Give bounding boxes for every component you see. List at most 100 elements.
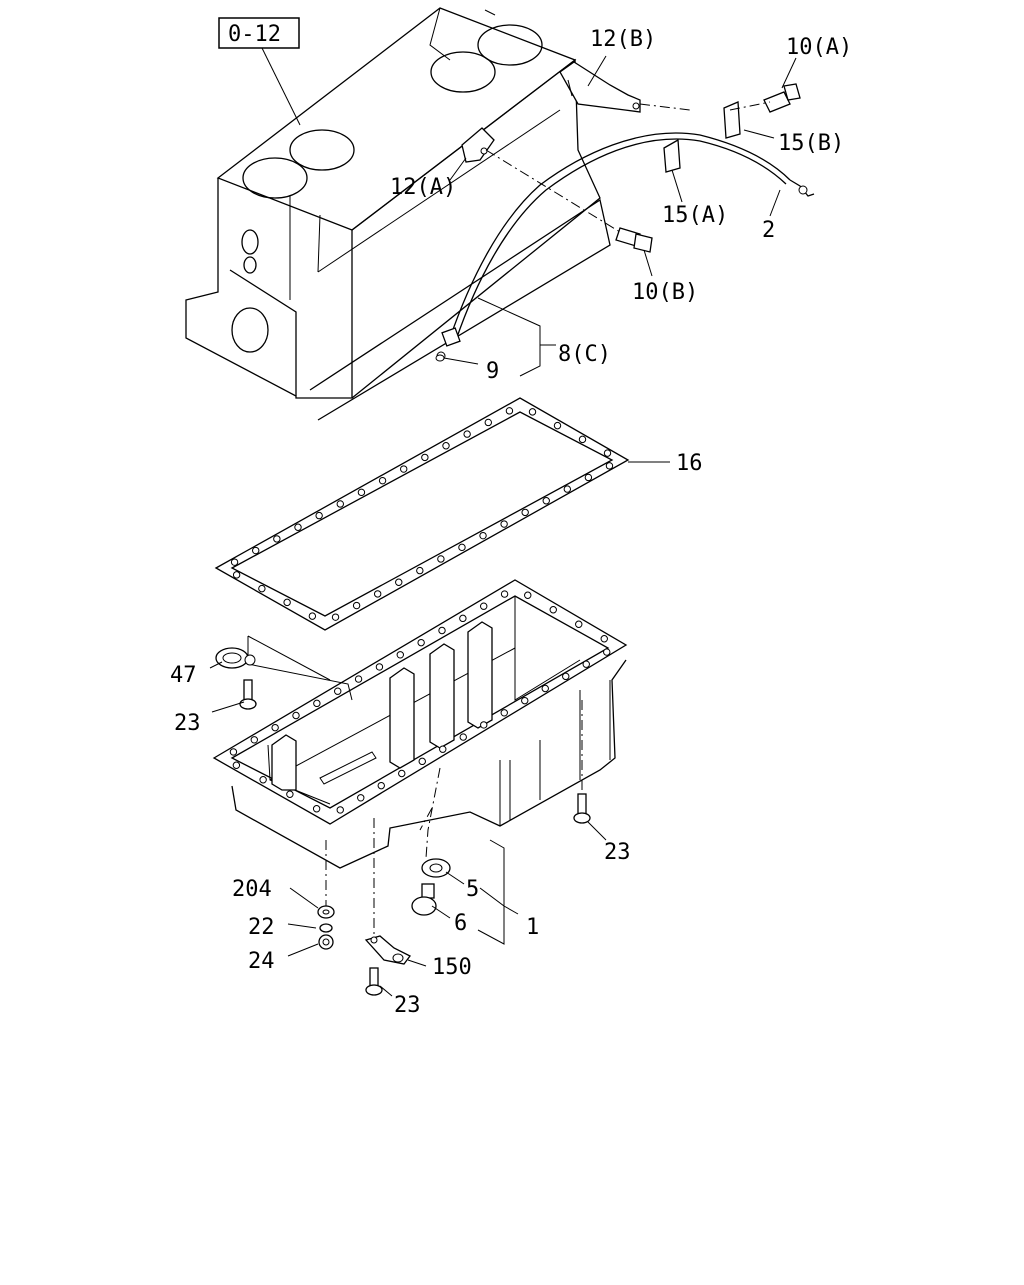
callout-204: 204 (232, 877, 272, 902)
bolt-hole (229, 748, 238, 756)
callout-23-bottom: 23 (394, 993, 421, 1018)
bolt-hole (528, 408, 537, 416)
callout-1: 1 (526, 915, 539, 940)
oring-9 (435, 354, 445, 362)
bolt-hole (542, 497, 550, 505)
leader-line (247, 636, 353, 701)
callout-16: 16 (676, 451, 703, 476)
callout-15a: 15(A) (662, 203, 728, 228)
bolt-hole (378, 476, 387, 485)
bolt-hole (230, 558, 239, 566)
bolt-hole (292, 711, 300, 720)
bolt-hole (603, 449, 612, 457)
bolt-hole (395, 578, 403, 586)
bracket-47 (215, 647, 256, 669)
bolt-hole (373, 590, 382, 598)
bolt-hole (524, 591, 532, 599)
clip-15b (723, 101, 741, 139)
assembly-line (729, 101, 771, 111)
bolt-hole (258, 584, 266, 593)
reference-box (218, 17, 300, 49)
callout-150: 150 (432, 955, 472, 980)
bolt-23-right (573, 793, 591, 824)
bolt-hole (459, 733, 467, 741)
bolt-23-left (239, 679, 257, 710)
bolt-hole (421, 453, 429, 462)
bolt-hole (331, 613, 340, 621)
bolt-hole (357, 794, 365, 802)
bolt-hole (578, 435, 587, 444)
bolt-hole (232, 761, 241, 769)
bolt-hole (442, 442, 450, 450)
leader-line (247, 635, 331, 681)
dipstick-handle (789, 179, 815, 197)
bolt-hole (232, 571, 241, 579)
washer-5 (421, 858, 451, 878)
bolt-10b (615, 227, 653, 253)
bolt-hole (283, 598, 291, 607)
bolt-hole (375, 663, 384, 671)
callout-8c: 8(C) (558, 342, 611, 367)
clip-15a (663, 138, 681, 173)
bolt-hole (563, 485, 572, 493)
bolt-hole (603, 648, 611, 656)
nut-24 (318, 934, 334, 950)
bolt-hole (398, 769, 406, 778)
bolt-hole (400, 465, 408, 473)
washer-204 (317, 905, 335, 919)
bolt-hole (417, 638, 425, 647)
bolt-hole (549, 606, 557, 614)
bolt-hole (259, 776, 267, 784)
bolt-hole (584, 473, 593, 482)
oil-pan-gasket (214, 397, 670, 631)
callout-10a: 10(A) (786, 35, 852, 60)
oil-pan (212, 579, 628, 869)
callout-23-right: 23 (604, 840, 631, 865)
bolt-hole (600, 635, 608, 643)
bolt-hole (500, 709, 508, 717)
callout-15b: 15(B) (778, 131, 844, 156)
bolt-hole (416, 566, 424, 575)
callout-22: 22 (248, 915, 275, 940)
bolt-10a (763, 83, 801, 113)
reference-box-label: 0-12 (228, 22, 281, 47)
bolt-hole (396, 651, 404, 659)
dipstick-guide-tube (436, 132, 791, 361)
bolt-hole (500, 520, 508, 528)
callout-47: 47 (170, 663, 197, 688)
bolt-hole (312, 805, 321, 813)
assembly-line (639, 103, 691, 111)
bolt-hole (418, 757, 426, 766)
bolt-hole (252, 546, 260, 555)
callout-24: 24 (248, 949, 275, 974)
washer-22 (319, 923, 333, 933)
bolt-hole (313, 699, 321, 708)
callout-2: 2 (762, 218, 775, 243)
bolt-hole (480, 602, 488, 610)
callout-6: 6 (454, 911, 467, 936)
assembly-line (485, 149, 621, 233)
bolt-hole (541, 684, 549, 693)
callout-10b: 10(B) (632, 280, 698, 305)
bolt-hole (352, 601, 361, 610)
bolt-hole (459, 614, 467, 623)
bracket-150 (364, 935, 411, 965)
bolt-hole (500, 590, 509, 598)
bolt-hole (438, 626, 446, 635)
bolt-hole (521, 696, 529, 705)
bolt-hole (582, 660, 590, 668)
bolt-hole (294, 523, 302, 531)
leader-lines-upper (443, 55, 797, 377)
bolt-hole (308, 612, 317, 620)
bolt-hole (439, 745, 447, 753)
bolt-hole (458, 543, 466, 552)
callout-12b: 12(B) (590, 27, 656, 52)
bolt-hole (605, 462, 614, 470)
bolt-hole (336, 806, 344, 814)
bolt-hole (553, 421, 562, 430)
drain-plug-6 (411, 883, 437, 916)
bolt-hole (562, 672, 570, 681)
bolt-hole (505, 407, 514, 415)
